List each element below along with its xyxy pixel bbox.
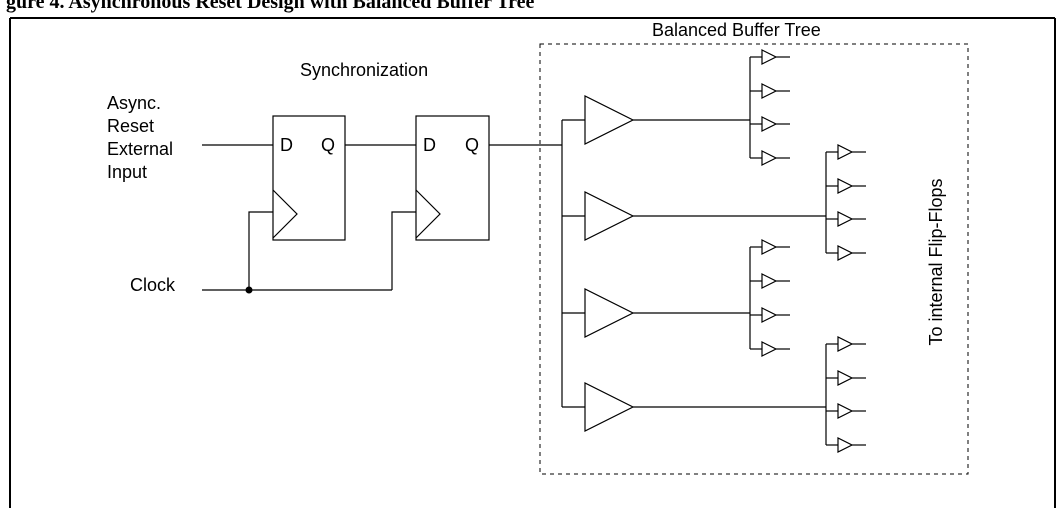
async-label-line: External: [107, 139, 173, 159]
leaf-buffer: [837, 211, 854, 227]
async-reset-input-label: Async. Reset External Input: [107, 93, 173, 182]
figure-title: gure 4. Asynchronous Reset Design with B…: [6, 0, 534, 13]
leaf-buffer: [837, 245, 854, 261]
async-label-line: Reset: [107, 116, 154, 136]
leaf-buffer: [761, 273, 778, 289]
leaf-buffer: [761, 49, 778, 65]
async-label-line: Async.: [107, 93, 161, 113]
async-label-line: Input: [107, 162, 147, 182]
ff1-q-pin: Q: [321, 135, 335, 155]
leaf-buffer: [837, 336, 854, 352]
ff2-d-pin: D: [423, 135, 436, 155]
ff2-q-pin: Q: [465, 135, 479, 155]
leaf-buffer: [761, 116, 778, 132]
synchronization-label: Synchronization: [300, 60, 428, 80]
figure-frame: [9, 17, 1056, 508]
input-wires: [202, 144, 416, 294]
leaf-buffer: [761, 150, 778, 166]
first-level-buffers: [562, 95, 826, 432]
to-internal-flip-flops-label: To internal Flip-Flops: [926, 178, 946, 345]
buffer-3: [584, 288, 635, 338]
buffer-2: [584, 191, 635, 241]
buffer-tree-label: Balanced Buffer Tree: [652, 20, 821, 40]
leaf-buffer-group-1: [749, 49, 790, 166]
leaf-buffer: [761, 83, 778, 99]
leaf-buffer: [837, 403, 854, 419]
flip-flop-2: D Q: [415, 115, 490, 241]
leaf-buffer: [837, 370, 854, 386]
leaf-buffer-group-4: [825, 336, 866, 453]
leaf-buffer: [761, 341, 778, 357]
buffer-4: [584, 382, 635, 432]
buffer-tree-boundary: [539, 43, 969, 475]
clock-label: Clock: [130, 275, 176, 295]
leaf-buffer: [761, 239, 778, 255]
flip-flop-1: D Q: [272, 115, 346, 241]
ff1-d-pin: D: [280, 135, 293, 155]
leaf-buffer: [837, 178, 854, 194]
leaf-buffer-group-2: [825, 144, 866, 261]
leaf-buffer: [837, 437, 854, 453]
leaf-buffer-group-3: [749, 239, 790, 357]
buffer-1: [584, 95, 635, 145]
leaf-buffer: [837, 144, 854, 160]
leaf-buffer: [761, 307, 778, 323]
